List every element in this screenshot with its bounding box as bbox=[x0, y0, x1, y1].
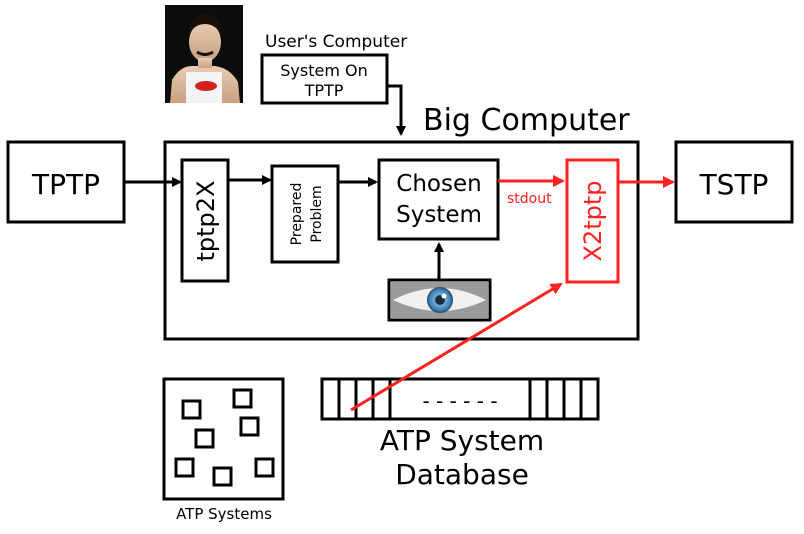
chosen-system-line1: Chosen bbox=[396, 171, 481, 197]
tstp-output-label: TSTP bbox=[699, 168, 769, 201]
arrow-user-to-big-computer bbox=[387, 84, 406, 136]
database-caption-line2: Database bbox=[395, 458, 529, 491]
users-computer-caption: User's Computer bbox=[265, 32, 407, 52]
system-on-tptp-line2: TPTP bbox=[304, 81, 344, 100]
atp-systems-caption: ATP Systems bbox=[176, 505, 272, 523]
chosen-system-box bbox=[377, 158, 500, 241]
database-caption-line1: ATP System bbox=[380, 424, 544, 457]
arrow-database-to-x2tptp bbox=[350, 282, 563, 412]
tptp2x-label: tptp2X bbox=[192, 181, 220, 262]
tstp-output-box bbox=[674, 140, 794, 224]
user-portrait-image bbox=[165, 5, 243, 103]
x2tptp-box bbox=[565, 158, 620, 284]
prepared-problem-line1: Prepared bbox=[289, 183, 305, 246]
prepared-problem-line2: Problem bbox=[309, 185, 325, 242]
atp-system-squares bbox=[174, 388, 275, 487]
tptp-input-label: TPTP bbox=[31, 168, 100, 201]
tptp-input-box bbox=[6, 140, 126, 224]
system-on-tptp-box bbox=[260, 53, 389, 105]
chosen-system-line2: System bbox=[396, 202, 482, 228]
database-dashes: - - - - - - bbox=[422, 389, 497, 413]
system-on-tptp-line1: System On bbox=[280, 61, 367, 80]
prepared-problem-box bbox=[270, 164, 340, 264]
eye-image bbox=[387, 278, 492, 322]
x2tptp-label: X2tptp bbox=[579, 181, 607, 262]
stdout-label: stdout bbox=[507, 191, 552, 207]
tptp2x-box bbox=[180, 158, 230, 283]
big-computer-title: Big Computer bbox=[423, 103, 630, 138]
